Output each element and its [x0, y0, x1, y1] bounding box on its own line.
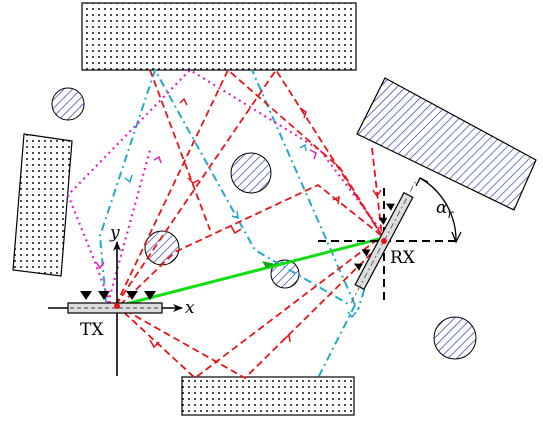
ray-group-dotted — [66, 68, 383, 304]
rotation-angle-arc — [419, 177, 457, 242]
antenna-element-icon — [353, 263, 363, 271]
ray-arrows — [95, 97, 382, 349]
scatterer-circle — [270, 259, 300, 289]
antenna-element-icon — [80, 291, 92, 300]
direction-arrow-icon — [231, 210, 239, 220]
ray-path-dashdot — [317, 304, 356, 379]
antenna-element-icon — [126, 291, 138, 300]
antenna-element-icon — [378, 217, 388, 225]
direction-arrow-icon — [262, 261, 275, 268]
rx-origin — [381, 238, 387, 244]
ray-path-dashed — [371, 147, 383, 237]
alpha-symbol: α — [436, 198, 448, 218]
direction-arrow-icon — [299, 143, 307, 152]
ray-path-dashed — [115, 68, 383, 306]
direction-arrow-icon — [179, 97, 188, 106]
ray-path-dashed — [115, 239, 386, 380]
direction-arrow-icon — [124, 174, 133, 184]
scatterer-circle — [433, 316, 477, 360]
alpha-subscript: r — [447, 207, 454, 221]
direction-arrow-icon — [282, 333, 291, 343]
x-axis-label: x — [185, 298, 195, 318]
ray-path-dotted — [106, 149, 152, 304]
arc-arrow-icon — [451, 231, 462, 244]
antenna-element-icon — [385, 203, 395, 211]
direction-arrow-icon — [332, 195, 340, 205]
alpha-r-label: αr — [436, 198, 454, 221]
direction-arrow-icon — [230, 225, 242, 235]
direction-arrow-icon — [95, 261, 105, 270]
direction-arrow-icon — [149, 339, 160, 349]
ray-group-dashed — [115, 68, 386, 380]
direction-arrow-icon — [347, 311, 357, 319]
ray-group-dashdot — [98, 67, 381, 379]
rx-label: RX — [390, 248, 416, 268]
bottom-wall — [181, 376, 355, 416]
left-wall — [12, 133, 73, 277]
arc-arrow-icon — [415, 177, 429, 187]
direction-arrow-icon — [372, 189, 382, 198]
ray-path-dotted — [66, 68, 383, 304]
direction-arrow-icon — [299, 107, 307, 119]
tx-label: TX — [80, 320, 104, 340]
antenna-element-icon — [144, 291, 156, 300]
ray-path-dashdot — [98, 67, 351, 306]
tx-origin — [114, 303, 120, 309]
ray-path-dashed — [115, 68, 383, 306]
direct-path — [117, 236, 384, 308]
ray-path-dashed — [115, 235, 383, 380]
antenna-element-icon — [98, 291, 110, 300]
y-axis-label: y — [109, 223, 120, 243]
ray-path-dashed — [149, 69, 211, 231]
right-block — [356, 77, 537, 211]
tx-antenna-array — [67, 291, 163, 314]
ray-path-dashdot — [251, 69, 356, 306]
antenna-element-icon — [361, 249, 371, 257]
direction-arrow-icon — [187, 177, 200, 184]
scatterer-circle — [51, 87, 85, 121]
direction-arrow-icon — [153, 155, 162, 164]
ray-path-dashed — [119, 183, 383, 306]
scatterer-circle — [230, 152, 272, 194]
direction-arrow-icon — [309, 149, 317, 160]
top-wall — [81, 2, 357, 71]
